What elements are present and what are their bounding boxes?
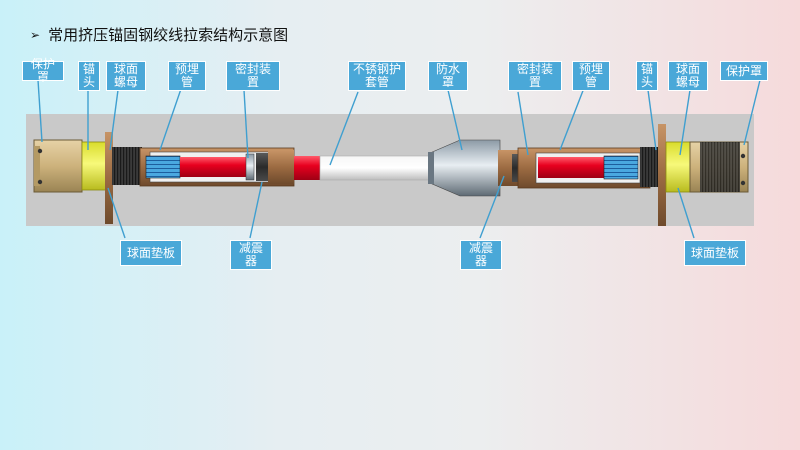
label-protect-cap-left: 保护罩 xyxy=(22,58,64,84)
label-spherical-washer-right: 球面垫板 xyxy=(684,240,746,266)
label-damper-right: 减震 器 xyxy=(460,240,502,270)
label-embedded-pipe-left: 预埋 管 xyxy=(168,61,206,91)
label-spherical-nut-left: 球面 螺母 xyxy=(106,61,146,91)
label-waterproof-cap: 防水 罩 xyxy=(428,61,468,91)
label-protect-cap-right: 保护罩 xyxy=(720,61,768,81)
label-damper-left: 减震 器 xyxy=(230,240,272,270)
label-spherical-nut-right: 球面 螺母 xyxy=(668,61,708,91)
label-anchor-head-right: 锚 头 xyxy=(636,61,658,91)
label-stainless-sleeve: 不锈钢护 套管 xyxy=(348,61,406,91)
title-text: 常用挤压锚固钢绞线拉索结构示意图 xyxy=(48,26,289,44)
label-spherical-washer-left: 球面垫板 xyxy=(120,240,182,266)
label-anchor-head-left: 锚 头 xyxy=(78,61,100,91)
page-title: ➢ 常用挤压锚固钢绞线拉索结构示意图 xyxy=(30,24,288,45)
label-seal-device-left: 密封装 置 xyxy=(226,61,280,91)
label-seal-device-right: 密封装 置 xyxy=(508,61,562,91)
label-embedded-pipe-right: 预埋 管 xyxy=(572,61,610,91)
arrowhead-icon: ➢ xyxy=(30,27,41,42)
